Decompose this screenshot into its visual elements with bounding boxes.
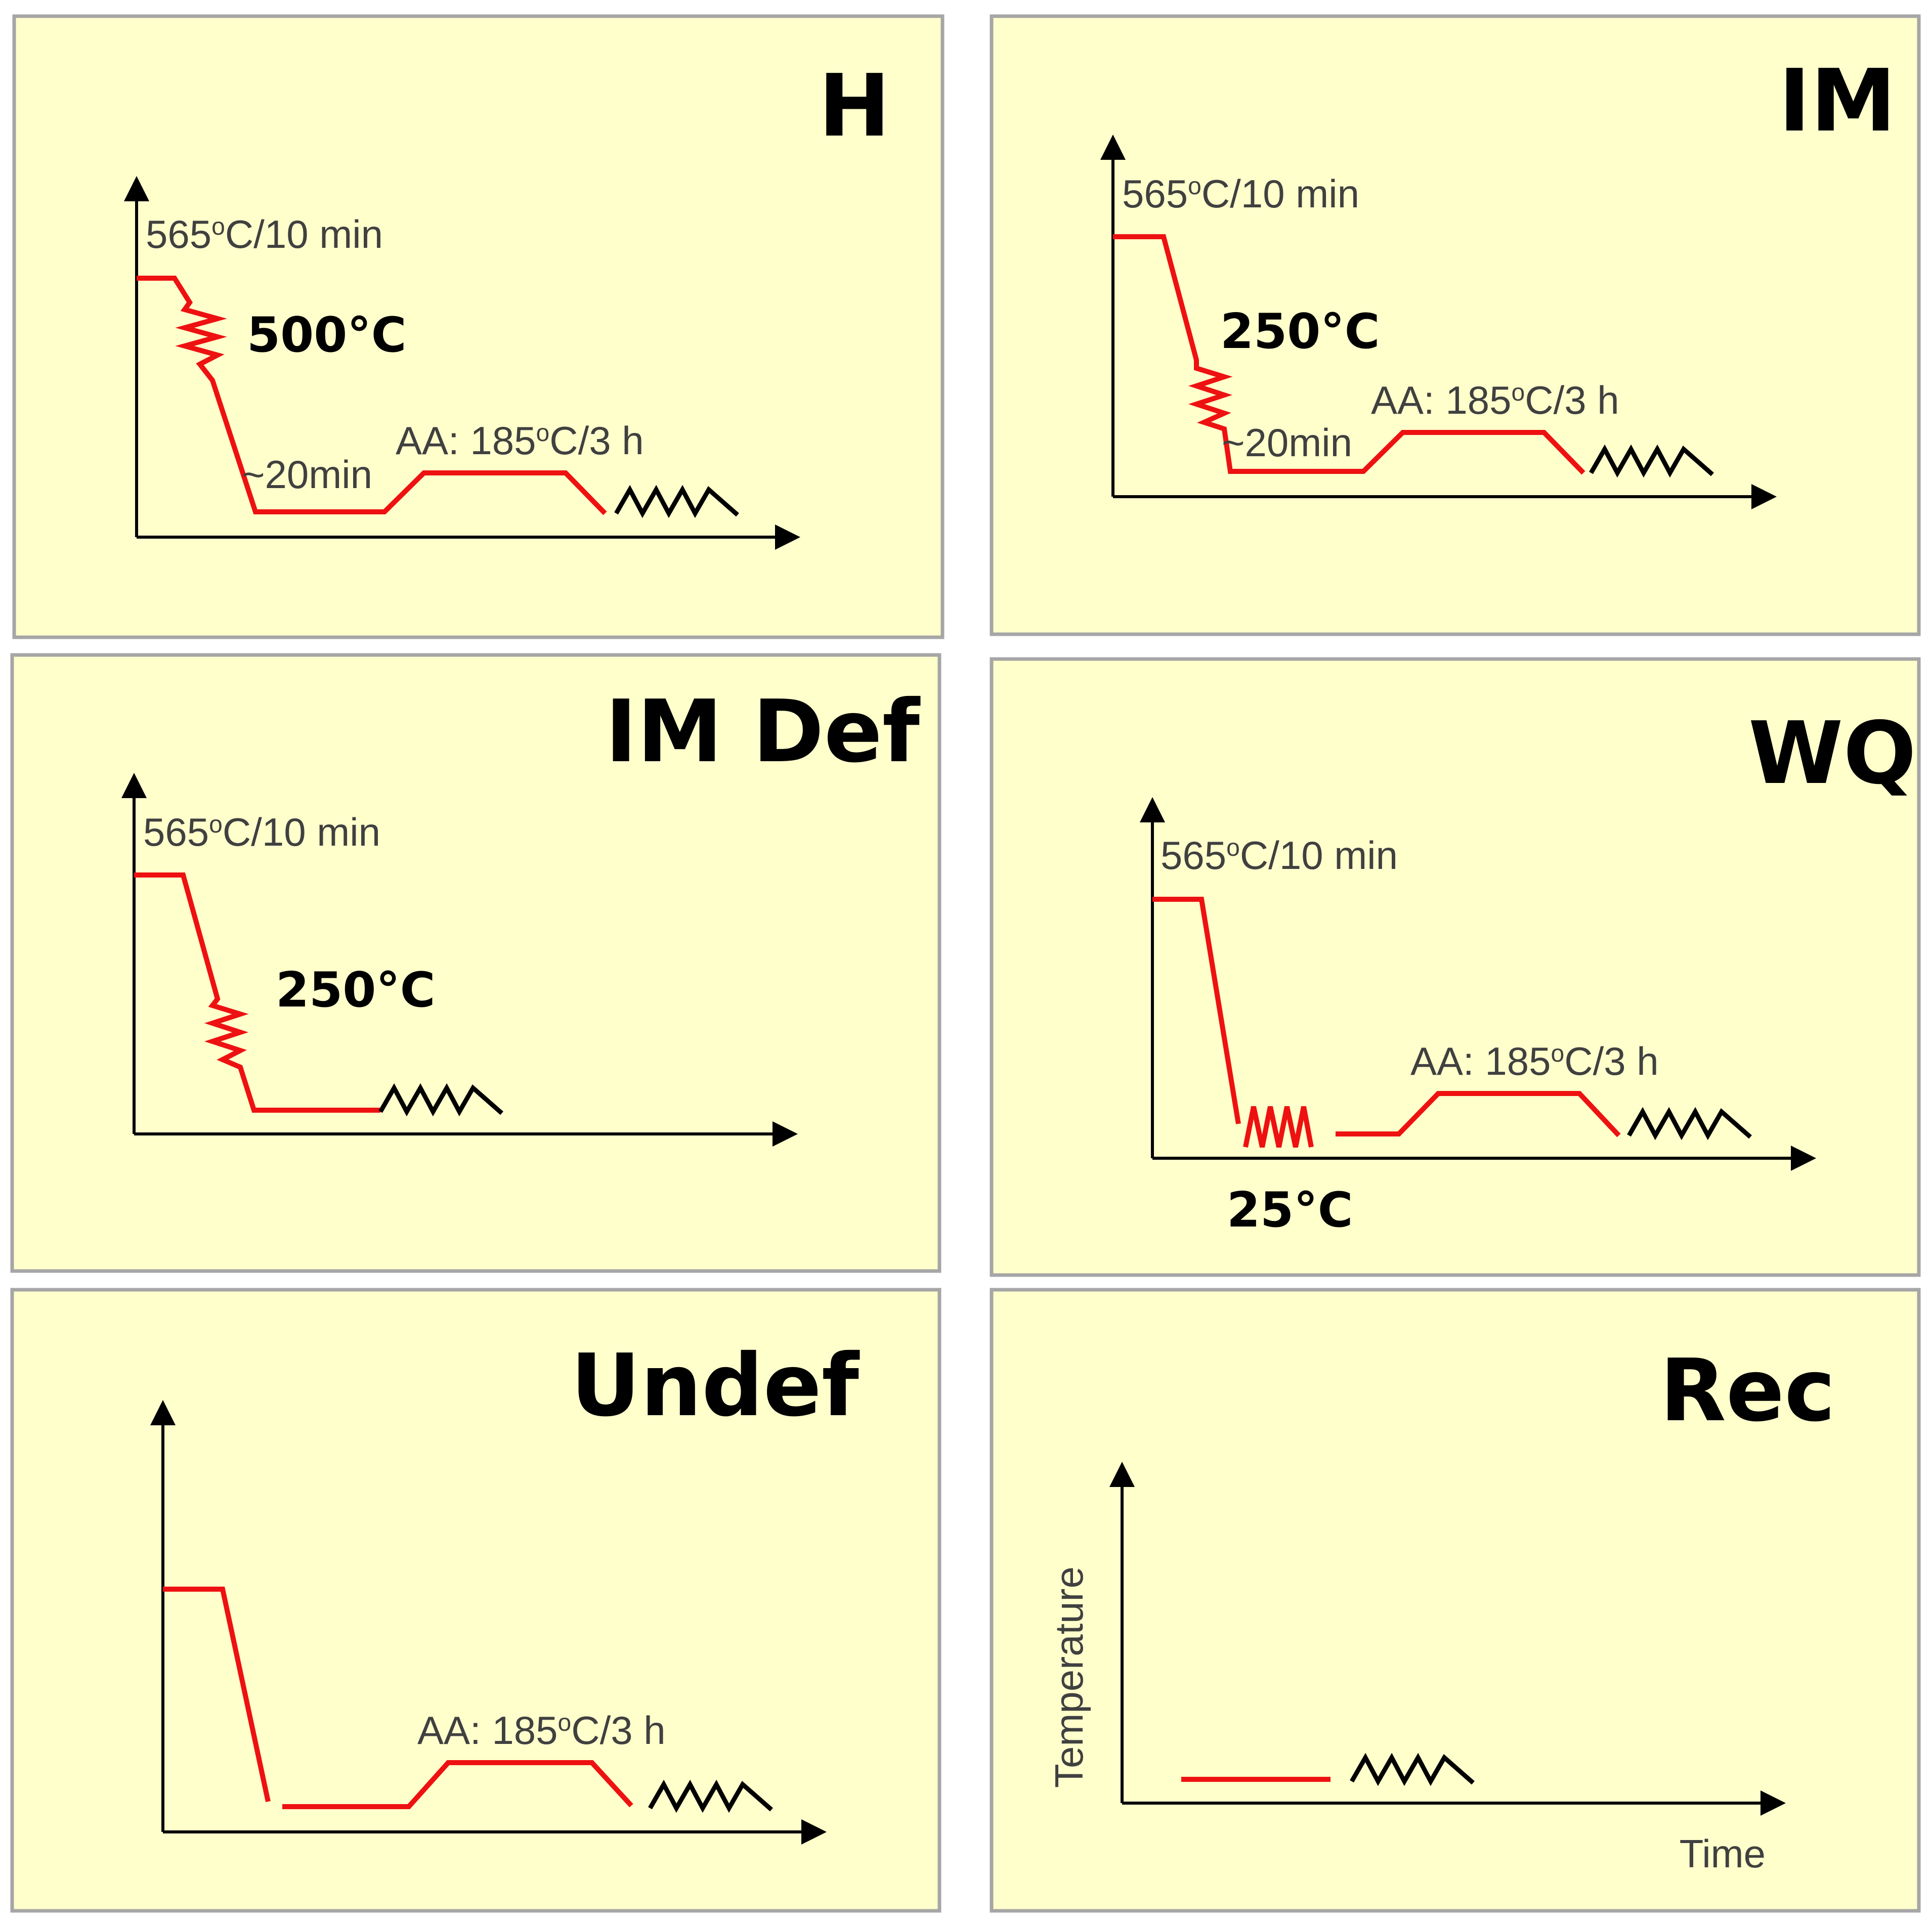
panel-h-axes <box>124 176 800 550</box>
panel-rec: Rec Temperature Time <box>990 1288 1921 1913</box>
panel-h-background <box>12 14 944 639</box>
panel-undef-title: Undef <box>571 1336 860 1436</box>
panel-rec-x-axis-label: Time <box>1680 1831 1766 1876</box>
panel-im-def-hold-temperature: 250°C <box>276 962 436 1018</box>
panel-im-def-axes <box>121 773 798 1147</box>
panel-h-cooling-zigzag <box>614 485 739 518</box>
panel-wq-axes <box>1140 797 1816 1171</box>
panel-wq-quench-zigzag <box>1243 1106 1314 1148</box>
panel-undef-aging-profile <box>282 1760 633 1809</box>
panel-im-solution-label: 565oC/10 min <box>1122 171 1359 216</box>
panel-im-background <box>990 14 1921 636</box>
panel-h-hold-temperature: 500°C <box>247 308 407 363</box>
panel-rec-title: Rec <box>1660 1341 1835 1441</box>
panel-wq-cooling-zigzag <box>1627 1107 1752 1141</box>
panel-h-temperature-profile <box>137 276 607 515</box>
panel-im-title: IM <box>1779 51 1896 151</box>
panel-undef: Undef AA: 185oC/3 h <box>10 1288 941 1913</box>
panel-im-def-background <box>10 653 941 1273</box>
panel-undef-background <box>10 1288 941 1913</box>
panel-undef-axes <box>150 1400 827 1845</box>
panel-im-def-cooling-zigzag <box>378 1083 503 1117</box>
panel-im-def-temperature-profile <box>134 872 380 1113</box>
panel-wq-background <box>990 657 1921 1277</box>
panel-h-title: H <box>819 56 890 156</box>
panel-im-hold-temperature: 250°C <box>1220 304 1380 360</box>
panel-h-hold-time: ~20min <box>242 452 372 497</box>
panel-h-aging-label: AA: 185oC/3 h <box>396 418 644 463</box>
panel-undef-cooling-zigzag <box>648 1779 773 1813</box>
panel-im-def: IM Def 565oC/10 min 250°C <box>10 653 941 1273</box>
panel-im-temperature-profile <box>1113 234 1585 475</box>
panel-rec-y-axis-label: Temperature <box>1047 1566 1091 1788</box>
panel-wq-aging-profile <box>1336 1091 1621 1137</box>
panel-rec-axes <box>1109 1462 1786 1816</box>
panel-undef-aging-label: AA: 185oC/3 h <box>417 1708 666 1753</box>
panel-wq-aging-label: AA: 185oC/3 h <box>1410 1039 1659 1083</box>
panel-h-solution-label: 565oC/10 min <box>146 212 383 256</box>
panel-im-def-title: IM Def <box>605 682 921 782</box>
panel-wq-quench-temperature: 25°C <box>1227 1183 1353 1238</box>
panel-wq-solution-label: 565oC/10 min <box>1161 833 1398 878</box>
panel-wq-temperature-profile <box>1152 897 1241 1124</box>
panel-wq: WQ 565oC/10 min 25°C AA: 185oC/3 h <box>990 657 1921 1277</box>
panel-im-hold-time: ~20min <box>1222 420 1352 465</box>
panel-im-aging-label: AA: 185oC/3 h <box>1371 378 1619 422</box>
panel-im: IM 565oC/10 min 250°C ~20min AA: 185oC/3… <box>990 14 1921 636</box>
panel-h: H 565oC/10 min 500°C ~20min AA: 185oC/3 … <box>12 14 944 639</box>
panel-rec-cooling-zigzag <box>1350 1753 1475 1786</box>
panel-im-def-solution-label: 565oC/10 min <box>143 810 380 854</box>
panel-im-cooling-zigzag <box>1589 444 1714 478</box>
panel-undef-temperature-profile <box>163 1587 271 1803</box>
panel-im-axes <box>1100 135 1777 509</box>
panel-wq-title: WQ <box>1748 704 1916 804</box>
